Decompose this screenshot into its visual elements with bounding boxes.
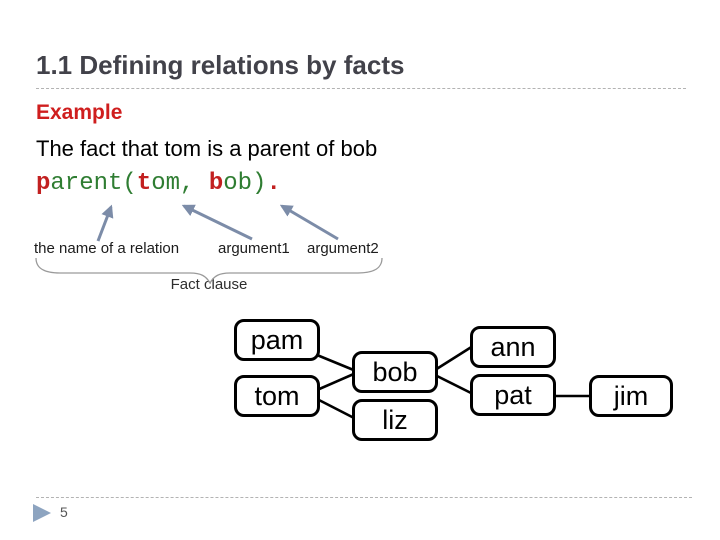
edge-bob-pat	[434, 373, 474, 396]
edge-tom-liz	[316, 397, 357, 421]
arrow-argument2-icon	[279, 204, 339, 241]
code-segment: arent(	[50, 170, 137, 197]
fact-clause-label: Fact clause	[170, 276, 248, 293]
code-segment: om,	[151, 170, 209, 197]
tree-node-jim: jim	[589, 375, 673, 417]
code-segment: b	[208, 170, 224, 197]
footer-separator	[36, 497, 692, 498]
tree-node-pat: pat	[470, 374, 556, 416]
argument1-label: argument1	[218, 240, 290, 257]
tree-node-ann: ann	[470, 326, 556, 368]
tree-node-bob: bob	[352, 351, 438, 393]
tree-node-pam: pam	[234, 319, 320, 361]
title-separator	[36, 88, 686, 89]
slide-title: 1.1 Defining relations by facts	[36, 50, 405, 80]
example-body-text: The fact that tom is a parent of bob	[36, 136, 378, 161]
tree-node-liz: liz	[352, 399, 438, 441]
page-number: 5	[60, 504, 68, 520]
edge-bob-ann	[434, 344, 474, 372]
code-segment: ob)	[223, 170, 267, 197]
argument2-label: argument2	[307, 240, 379, 257]
arrow-argument1-icon	[181, 204, 253, 241]
tree-node-tom: tom	[234, 375, 320, 417]
example-heading: Example	[36, 101, 123, 124]
edge-tom-bob	[316, 371, 357, 392]
edge-pam-bob	[316, 353, 357, 373]
page-marker-triangle-icon	[33, 504, 51, 522]
prolog-fact-code: parent(tom, bob).	[36, 171, 281, 197]
code-segment: t	[136, 170, 152, 197]
annotation-arrows	[96, 204, 339, 242]
code-segment: p	[36, 170, 51, 197]
code-segment: .	[266, 170, 281, 197]
arrow-relation-icon	[96, 204, 114, 242]
relation-name-label: the name of a relation	[34, 240, 180, 257]
